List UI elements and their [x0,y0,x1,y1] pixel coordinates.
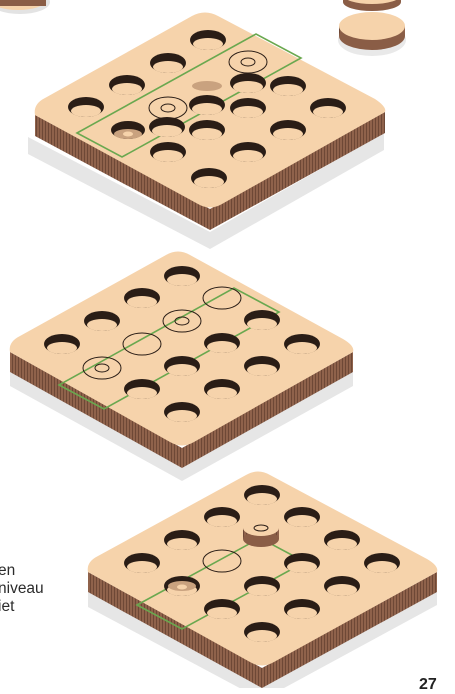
game-board-1 [28,13,385,250]
token-top-left [0,0,50,14]
game-board-2 [10,252,354,482]
caption-line: en [0,562,44,580]
caption-line: iet [0,598,44,616]
game-board-3 [88,472,438,689]
caption-text: en niveau iet [0,562,44,616]
caption-line: niveau [0,580,44,598]
page-number: 27 [419,676,437,694]
token-stack-top-right [338,0,406,56]
